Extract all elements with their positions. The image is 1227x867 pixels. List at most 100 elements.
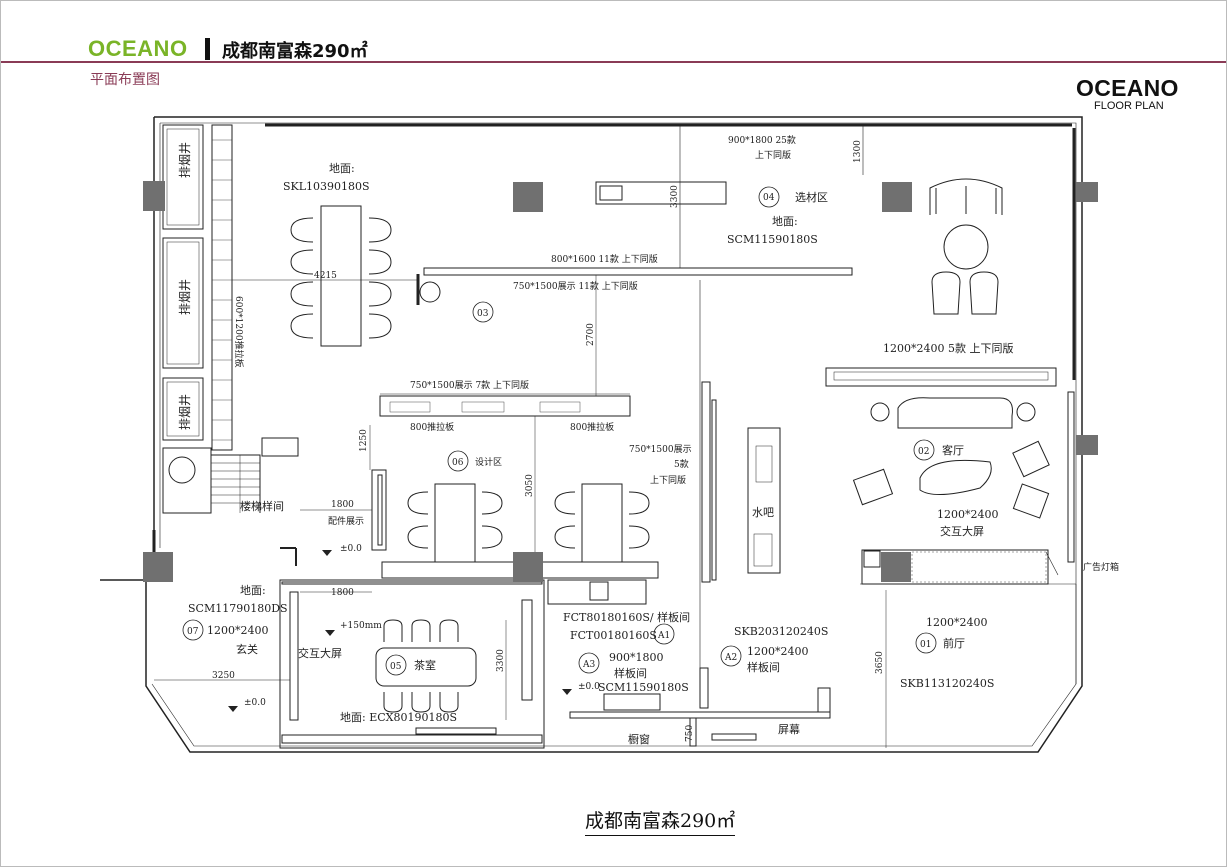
design-table (581, 483, 623, 563)
room-name-07: 玄关 (236, 642, 258, 656)
slide-label-a: 800推拉板 (410, 421, 454, 433)
screen-name: 屏幕 (778, 722, 800, 736)
column (513, 182, 543, 212)
partition-panel (701, 381, 711, 583)
dim-1800-b: 1800 (331, 588, 354, 598)
column (882, 182, 912, 212)
room-name-06: 设计区 (475, 456, 502, 468)
dim-3300-tea: 3300 (496, 649, 506, 672)
dim-1800-a: 1800 (331, 500, 354, 510)
stair-well (168, 456, 196, 484)
outer-wall-inner (151, 122, 1077, 747)
stair (162, 447, 212, 514)
room-number-04: 04 (763, 193, 775, 203)
flue-shaft (162, 237, 204, 369)
display-wall-lounge (825, 367, 1057, 387)
floor-code-04: SCM11590180S (727, 233, 818, 246)
column (143, 181, 165, 211)
panel-label-750-5-count: 5款 (674, 458, 689, 470)
floor-label-03: 地面: (329, 162, 355, 175)
sofa-living (897, 397, 1013, 429)
brand-logo-text: OCEANO (88, 36, 188, 61)
screen-name-02: 交互大屏 (940, 524, 984, 538)
a2-name: 样板间 (747, 660, 780, 674)
level-marker: ±0.0 (244, 698, 266, 708)
tea-room-wall (279, 579, 545, 749)
tag-a1: A1 (657, 631, 670, 641)
chairs-05 (383, 619, 459, 713)
dim-1300: 1300 (853, 140, 863, 163)
room-number-07: 07 (187, 627, 199, 637)
a2-size: 1200*2400 (747, 645, 809, 658)
design-table (434, 483, 476, 563)
panel-label-750-7: 750*1500展示 7款 上下同版 (410, 379, 529, 391)
interactive-screen: 交互大屏 (298, 646, 342, 660)
parts-display (371, 469, 387, 551)
floor-code-07: SCM11790180DS (188, 602, 288, 615)
header-divider (205, 38, 210, 60)
room-number-01: 01 (920, 640, 931, 650)
dim-3250: 3250 (212, 671, 235, 681)
stair-name: 楼梯样间 (240, 499, 284, 513)
flue-label: 排烟井 (178, 142, 192, 178)
chairs-03 (290, 217, 392, 339)
dim-1250: 1250 (359, 429, 369, 452)
column (1076, 182, 1098, 202)
flue-label: 排烟井 (178, 279, 192, 315)
plan-caption: 成都南富森290㎡ (585, 806, 736, 836)
sofa-single (929, 178, 1003, 215)
window-name: 橱窗 (628, 732, 650, 746)
room-number-03: 03 (477, 309, 489, 319)
dim-3300: 3300 (670, 185, 680, 208)
dim-4215: 4215 (314, 271, 337, 281)
meeting-table (320, 205, 362, 347)
floor-label-07: 地面: (240, 584, 266, 597)
header-rule (0, 61, 1227, 63)
room-number-02: 02 (918, 447, 929, 457)
floor-code-03: SKL10390180S (283, 180, 370, 193)
round-table (943, 224, 989, 270)
sliding-panel (211, 124, 233, 451)
dim-2700: 2700 (586, 323, 596, 346)
slide-label-b: 800推拉板 (570, 421, 614, 433)
room-name-04: 选材区 (795, 190, 828, 204)
panel-label-800: 800*1600 11款 上下同版 (551, 253, 658, 265)
skb-01: SKB113120240S (900, 677, 994, 690)
column (513, 552, 543, 582)
flue-label: 排烟井 (178, 394, 192, 430)
page-title: 成都南富森290㎡ (222, 41, 368, 62)
flue-shaft (162, 377, 204, 441)
dim-750: 750 (685, 725, 695, 742)
parts-display-label: 配件展示 (328, 515, 364, 527)
dim-3650: 3650 (875, 651, 885, 674)
level-marker: ±0.0 (578, 682, 600, 692)
ad-lightbox: 广告灯箱 (1083, 561, 1119, 573)
corner-logo-sub: FLOOR PLAN (1094, 100, 1164, 112)
panel-label-750-5-same: 上下同版 (650, 474, 686, 486)
column (1076, 435, 1098, 455)
display-wall-03 (423, 267, 853, 276)
screen-size-02: 1200*2400 (937, 508, 999, 521)
panel-label-same: 上下同版 (755, 149, 791, 161)
panel-label-900: 900*1800 25款 (728, 134, 796, 146)
outer-wall (145, 116, 1083, 753)
water-bar (747, 427, 781, 574)
corner-logo: OCEANO (1076, 75, 1179, 101)
level-marker: ±0.0 (340, 544, 362, 554)
page-subtitle: 平面布置图 (90, 72, 160, 88)
tag-a2: A2 (724, 653, 737, 663)
a3-size: 900*1800 (609, 651, 664, 664)
column (881, 552, 911, 582)
room-name-05: 茶室 (414, 658, 436, 672)
tea-table (375, 647, 477, 687)
display-wall-06 (379, 395, 631, 417)
room-size-07: 1200*2400 (207, 624, 269, 637)
fct-code-b: FCT00180160S (570, 629, 657, 642)
room-name-02: 客厅 (942, 443, 964, 457)
sample-rack (595, 181, 727, 205)
tag-a3: A3 (582, 660, 595, 670)
coffee-table (919, 459, 992, 495)
slide-panel-label: 600*1200推拉板 (233, 296, 245, 368)
room-name-01: 前厅 (943, 636, 965, 650)
